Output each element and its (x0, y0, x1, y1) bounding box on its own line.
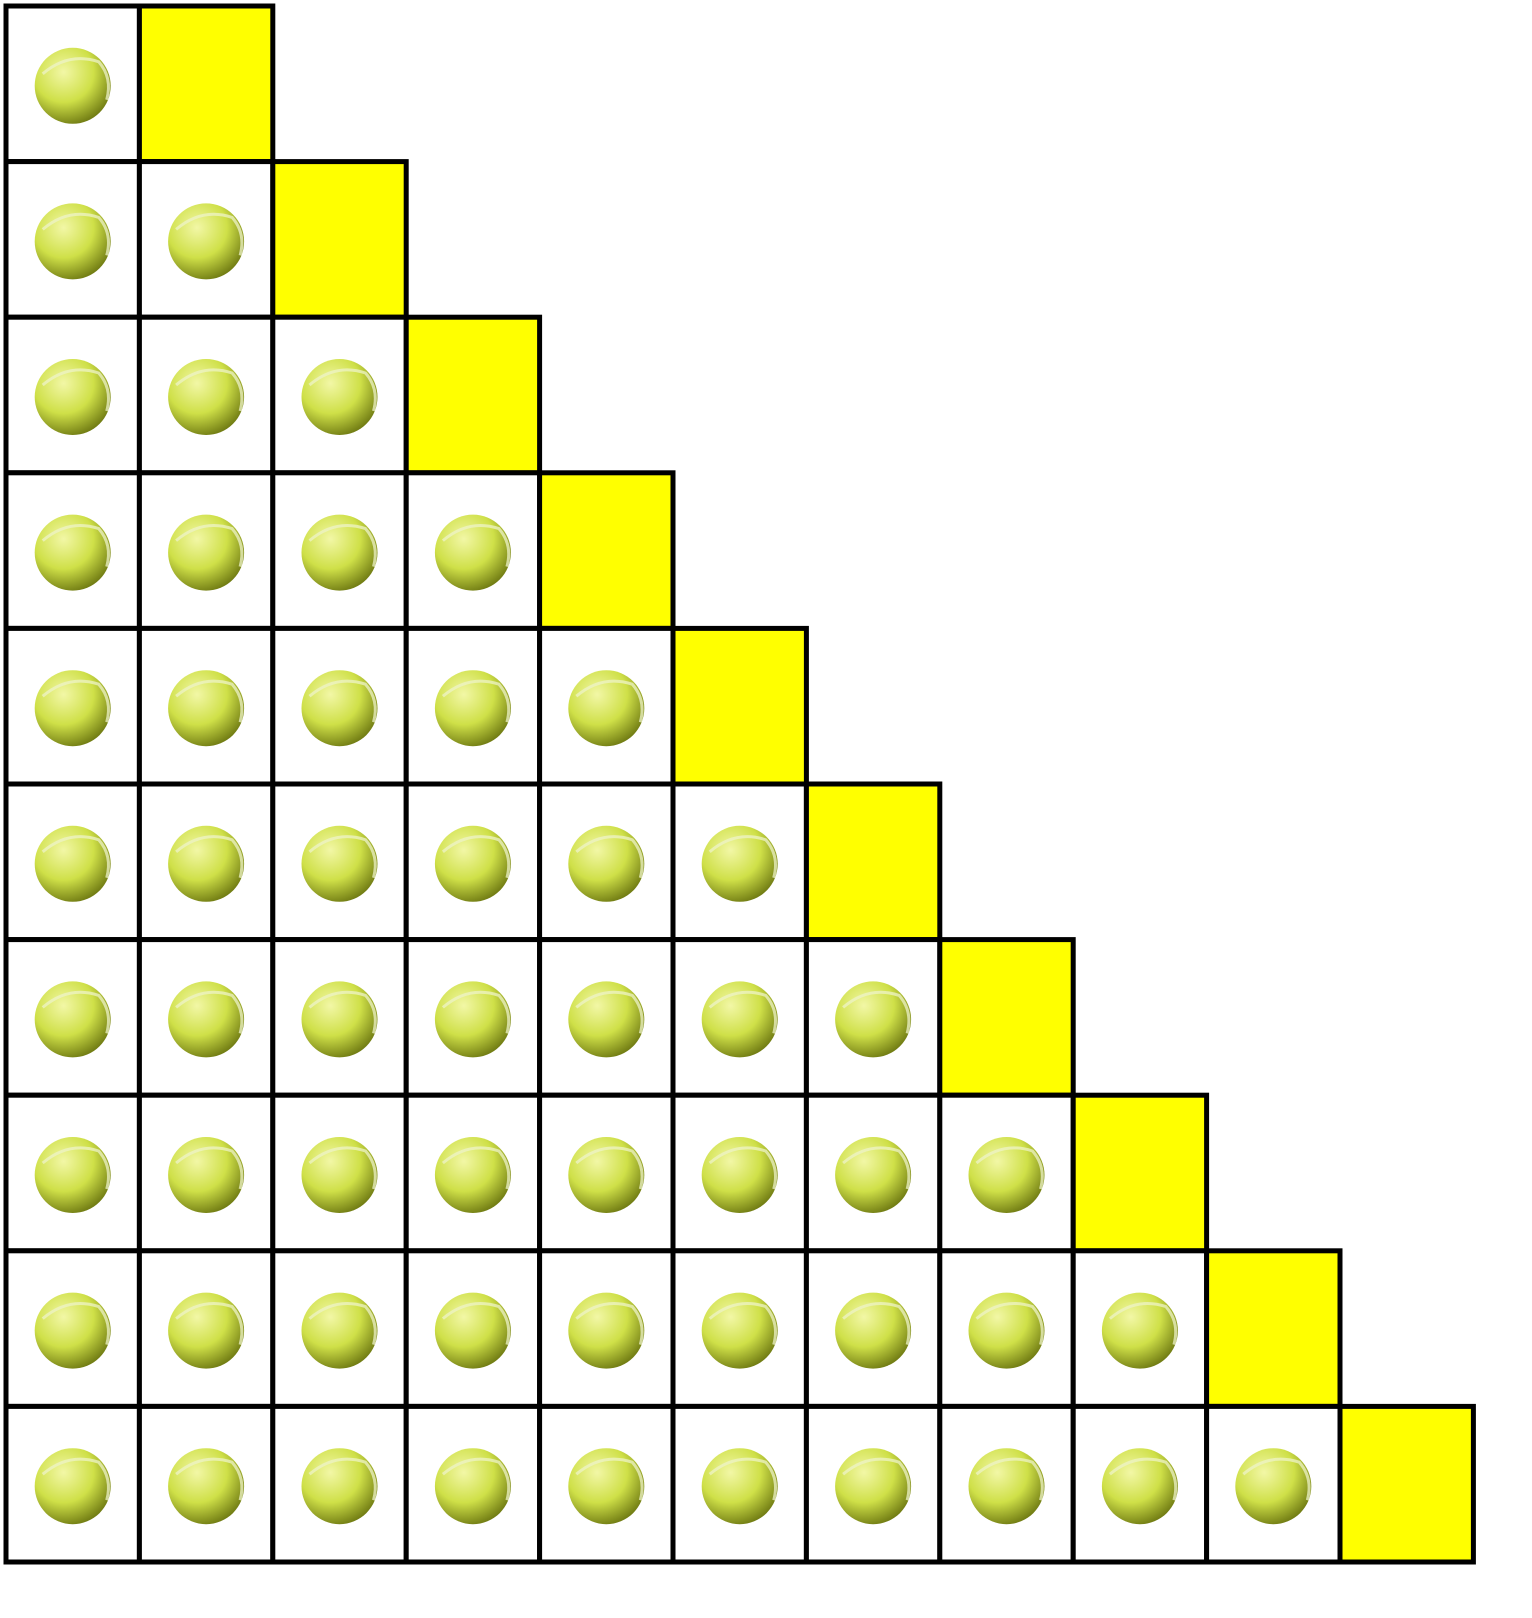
tennis-ball-icon (435, 1137, 511, 1213)
tennis-ball-icon (35, 670, 111, 746)
tennis-ball-icon (35, 1137, 111, 1213)
tennis-ball-icon (35, 203, 111, 279)
tennis-ball-icon (168, 359, 244, 435)
tennis-ball-icon (835, 981, 911, 1057)
tennis-ball-icon (302, 1137, 378, 1213)
tennis-ball-icon (1102, 1448, 1178, 1524)
tennis-ball-icon (969, 1137, 1045, 1213)
tennis-ball-icon (1102, 1293, 1178, 1369)
tennis-ball-icon (835, 1293, 911, 1369)
tennis-ball-icon (35, 1448, 111, 1524)
staircase-row-5 (6, 628, 806, 784)
tennis-ball-icon (702, 826, 778, 902)
highlight-cell (540, 473, 673, 629)
staircase-row-10 (6, 1406, 1473, 1562)
tennis-ball-icon (168, 1293, 244, 1369)
tennis-ball-icon (168, 826, 244, 902)
tennis-ball-icon (35, 515, 111, 591)
tennis-ball-icon (702, 1293, 778, 1369)
tennis-ball-icon (168, 1448, 244, 1524)
staircase-row-3 (6, 317, 540, 473)
highlight-cell (940, 940, 1073, 1096)
highlight-cell (273, 162, 406, 318)
tennis-ball-icon (35, 826, 111, 902)
tennis-ball-icon (435, 1448, 511, 1524)
tennis-ball-icon (435, 1293, 511, 1369)
tennis-ball-icon (702, 1448, 778, 1524)
tennis-ball-icon (969, 1293, 1045, 1369)
tennis-ball-icon (302, 981, 378, 1057)
tennis-ball-icon (435, 826, 511, 902)
tennis-ball-icon (435, 981, 511, 1057)
tennis-ball-icon (1235, 1448, 1311, 1524)
staircase-row-9 (6, 1251, 1340, 1407)
highlight-cell (139, 6, 272, 162)
tennis-ball-icon (435, 670, 511, 746)
tennis-ball-icon (168, 515, 244, 591)
tennis-ball-icon (435, 515, 511, 591)
tennis-ball-icon (969, 1448, 1045, 1524)
highlight-cell (1073, 1095, 1206, 1251)
staircase-grid (6, 6, 1473, 1562)
tennis-ball-icon (302, 826, 378, 902)
highlight-cell (1340, 1406, 1473, 1562)
staircase-row-7 (6, 940, 1073, 1096)
staircase-row-1 (6, 6, 273, 162)
tennis-ball-icon (702, 1137, 778, 1213)
staircase-row-6 (6, 784, 940, 940)
tennis-ball-icon (835, 1137, 911, 1213)
tennis-ball-icon (302, 515, 378, 591)
tennis-ball-icon (35, 981, 111, 1057)
tennis-ball-icon (168, 670, 244, 746)
tennis-ball-icon (302, 1293, 378, 1369)
tennis-ball-icon (168, 1137, 244, 1213)
staircase-row-4 (6, 473, 673, 629)
tennis-ball-icon (568, 670, 644, 746)
highlight-cell (806, 784, 939, 940)
tennis-ball-icon (702, 981, 778, 1057)
highlight-cell (673, 628, 806, 784)
staircase-row-2 (6, 162, 406, 318)
tennis-ball-icon (568, 981, 644, 1057)
tennis-ball-icon (568, 826, 644, 902)
tennis-ball-icon (302, 359, 378, 435)
tennis-ball-icon (302, 1448, 378, 1524)
tennis-ball-icon (35, 1293, 111, 1369)
tennis-ball-icon (168, 203, 244, 279)
tennis-ball-icon (568, 1137, 644, 1213)
tennis-ball-icon (568, 1448, 644, 1524)
tennis-ball-icon (568, 1293, 644, 1369)
highlight-cell (1207, 1251, 1340, 1407)
staircase-row-8 (6, 1095, 1207, 1251)
highlight-cell (406, 317, 539, 473)
tennis-ball-icon (35, 48, 111, 124)
tennis-ball-icon (35, 359, 111, 435)
tennis-ball-icon (302, 670, 378, 746)
tennis-ball-icon (168, 981, 244, 1057)
tennis-ball-icon (835, 1448, 911, 1524)
